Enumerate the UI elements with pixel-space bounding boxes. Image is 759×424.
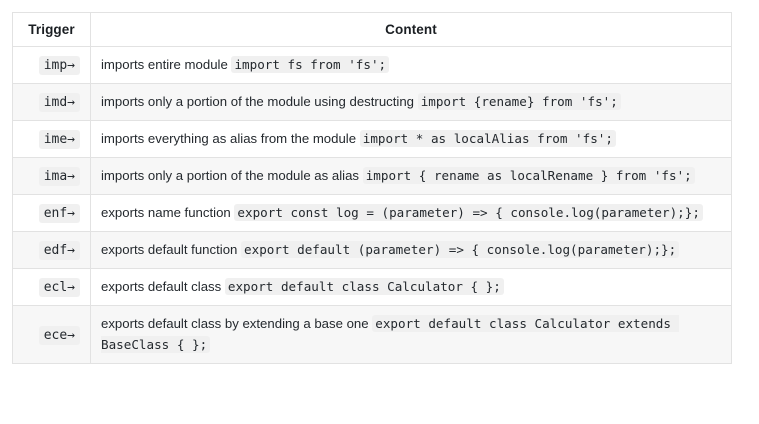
table-row: ime→ imports everything as alias from th… xyxy=(12,120,732,158)
content-cell: imports only a portion of the module usi… xyxy=(90,83,732,121)
column-header-content: Content xyxy=(90,12,732,47)
row-code-snippet: import fs from 'fs'; xyxy=(231,56,390,73)
trigger-cell: edf→ xyxy=(12,231,91,269)
row-description: imports entire module xyxy=(101,57,232,72)
trigger-badge: ime→ xyxy=(38,130,80,149)
row-description: exports default class by extending a bas… xyxy=(101,316,373,331)
row-description: exports default class xyxy=(101,279,225,294)
content-cell: exports default class by extending a bas… xyxy=(90,305,732,364)
table-row: ecl→ exports default class export defaul… xyxy=(12,268,732,306)
table-header-row: Trigger Content xyxy=(12,12,732,47)
trigger-badge: enf→ xyxy=(38,204,80,223)
trigger-badge: imd→ xyxy=(38,93,80,112)
trigger-badge: ece→ xyxy=(38,325,80,345)
table-row: enf→ exports name function export const … xyxy=(12,194,732,232)
row-description: imports everything as alias from the mod… xyxy=(101,131,360,146)
trigger-cell: ima→ xyxy=(12,157,91,195)
row-code-snippet: import { rename as localRename } from 'f… xyxy=(362,167,695,184)
content-cell: exports default function export default … xyxy=(90,231,732,269)
content-cell: exports default class export default cla… xyxy=(90,268,732,306)
table-row: imp→ imports entire module import fs fro… xyxy=(12,46,732,84)
trigger-cell: enf→ xyxy=(12,194,91,232)
trigger-badge: edf→ xyxy=(38,241,80,260)
trigger-cell: ecl→ xyxy=(12,268,91,306)
row-description: imports only a portion of the module as … xyxy=(101,168,363,183)
table-row: ece→ exports default class by extending … xyxy=(12,305,732,364)
row-code-snippet: export default class Calculator { }; xyxy=(224,278,504,295)
row-description: imports only a portion of the module usi… xyxy=(101,94,418,109)
trigger-badge: ecl→ xyxy=(38,278,80,297)
table-row: ima→ imports only a portion of the modul… xyxy=(12,157,732,195)
table-row: imd→ imports only a portion of the modul… xyxy=(12,83,732,121)
column-header-trigger: Trigger xyxy=(12,12,91,47)
trigger-badge: imp→ xyxy=(38,56,80,75)
row-code-snippet: import * as localAlias from 'fs'; xyxy=(359,130,616,147)
content-cell: imports entire module import fs from 'fs… xyxy=(90,46,732,84)
trigger-cell: ime→ xyxy=(12,120,91,158)
content-cell: imports only a portion of the module as … xyxy=(90,157,732,195)
row-description: exports default function xyxy=(101,242,242,257)
table-body: imp→ imports entire module import fs fro… xyxy=(12,46,732,364)
row-description: exports name function xyxy=(101,205,235,220)
table-row: edf→ exports default function export def… xyxy=(12,231,732,269)
trigger-cell: ece→ xyxy=(12,305,91,364)
trigger-cell: imd→ xyxy=(12,83,91,121)
row-code-snippet: export const log = (parameter) => { cons… xyxy=(234,204,703,221)
content-cell: exports name function export const log =… xyxy=(90,194,732,232)
snippet-trigger-table: Trigger Content imp→ imports entire modu… xyxy=(12,12,732,364)
trigger-badge: ima→ xyxy=(38,167,80,186)
trigger-cell: imp→ xyxy=(12,46,91,84)
row-code-snippet: import {rename} from 'fs'; xyxy=(417,93,621,110)
content-cell: imports everything as alias from the mod… xyxy=(90,120,732,158)
table-header: Trigger Content xyxy=(12,12,732,47)
row-code-snippet: export default (parameter) => { console.… xyxy=(241,241,680,258)
